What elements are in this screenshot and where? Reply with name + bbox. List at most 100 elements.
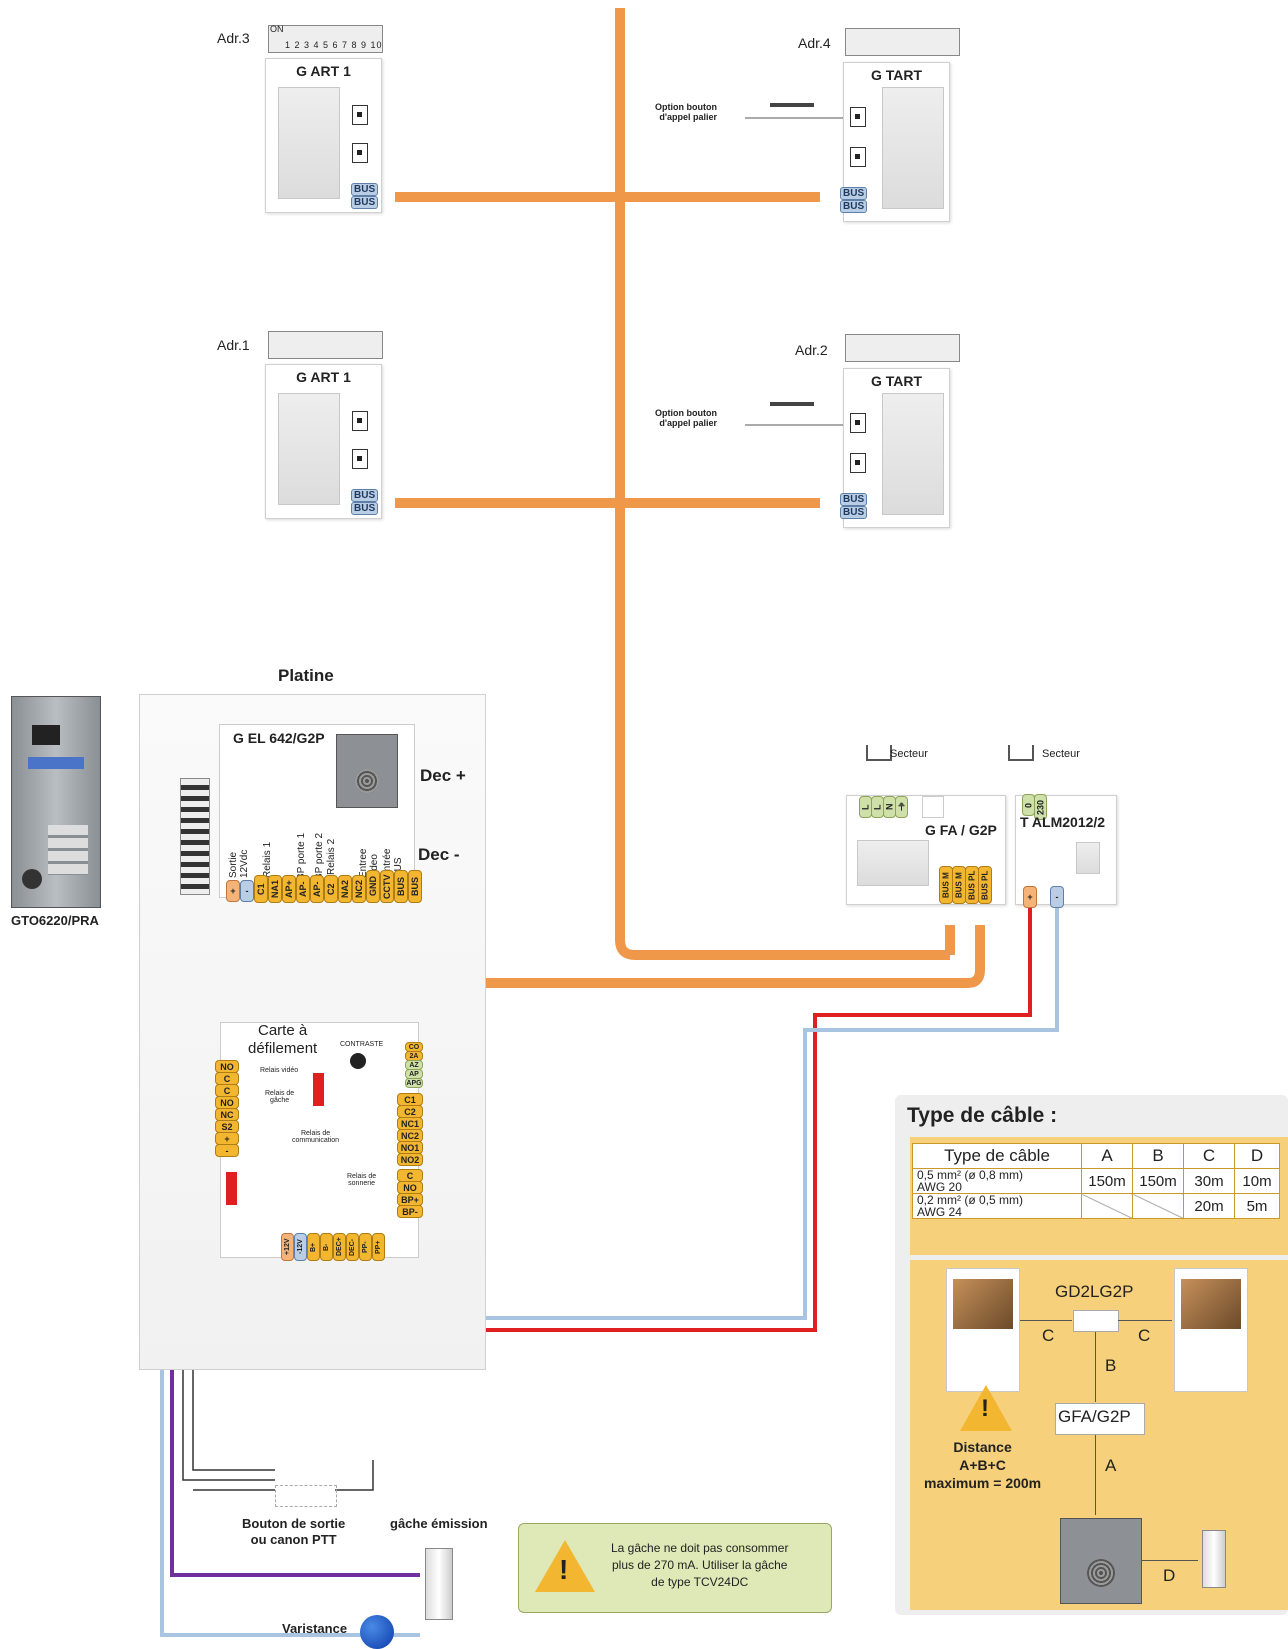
carte-dec-plus: DEC+ bbox=[333, 1233, 346, 1261]
adr2-address: Adr.2 bbox=[795, 342, 828, 358]
adr4-terminal-2 bbox=[850, 147, 866, 167]
gto6220-panel-photo bbox=[11, 696, 101, 908]
adr3-bus-2: BUS bbox=[351, 196, 379, 209]
adr4-option-button[interactable] bbox=[770, 103, 814, 107]
term-cctv: CCTV bbox=[380, 870, 394, 903]
adr3-dip-switch[interactable] bbox=[268, 25, 383, 53]
bus-backbone bbox=[615, 8, 950, 960]
term-ap-minus-1: AP- bbox=[296, 875, 310, 903]
adr4-terminal-1 bbox=[850, 107, 866, 127]
gfa-blank-box bbox=[922, 796, 944, 818]
adr2-option-label: Option bouton d'appel palier bbox=[655, 408, 717, 428]
gel642-name: G EL 642/G2P bbox=[233, 730, 325, 746]
platine-title: Platine bbox=[278, 666, 334, 685]
adr2-station: G TART BUS BUS bbox=[840, 368, 950, 528]
cable-row2-a bbox=[1081, 1193, 1133, 1219]
adr2-bus-2: BUS bbox=[840, 506, 868, 519]
carte-pp-minus: PP- bbox=[359, 1233, 372, 1261]
relais-video-label: Relais vidéo bbox=[260, 1067, 299, 1074]
adr4-bus-2: BUS bbox=[840, 200, 868, 213]
cable-row2-awg: AWG 24 bbox=[917, 1205, 962, 1219]
door-panel-speaker-icon bbox=[1087, 1559, 1115, 1587]
gd2lg2p-box bbox=[1073, 1310, 1119, 1332]
adr2-bus-1: BUS bbox=[840, 493, 868, 506]
label-c-right: C bbox=[1138, 1326, 1151, 1345]
camera-icon bbox=[32, 725, 60, 745]
carte-minus: - bbox=[215, 1144, 239, 1157]
label-b: B bbox=[1105, 1356, 1117, 1375]
dip-numbers: 1 2 3 4 5 6 7 8 9 10 bbox=[285, 40, 383, 50]
cable-row2-b bbox=[1132, 1193, 1184, 1219]
relay-gache-block bbox=[226, 1172, 237, 1205]
door-panel-icon bbox=[1060, 1518, 1142, 1604]
term-c2: C2 bbox=[324, 875, 338, 903]
platine-dip-switch[interactable] bbox=[180, 778, 210, 895]
adr4-bus-1: BUS bbox=[840, 187, 868, 200]
term-na1: NA1 bbox=[268, 875, 282, 903]
adr4-option-label: Option bouton d'appel palier bbox=[655, 102, 717, 122]
adr1-address: Adr.1 bbox=[217, 337, 250, 353]
adr1-screen bbox=[278, 393, 340, 505]
term-gnd: GND bbox=[366, 870, 380, 903]
exit-button[interactable] bbox=[275, 1485, 337, 1507]
carte-no2: NO2 bbox=[397, 1153, 423, 1166]
adr4-dip-switch[interactable] bbox=[845, 28, 960, 56]
speaker-icon bbox=[355, 769, 379, 793]
label-bp-porte2: BP porte 2 bbox=[314, 832, 325, 880]
cable-row2-section: 0,2 mm² (ø 0,5 mm) bbox=[917, 1193, 1024, 1207]
adr3-station: G ART 1 BUS BUS bbox=[265, 58, 382, 213]
cable-row1-type: 0,5 mm² (ø 0,8 mm)AWG 20 bbox=[912, 1168, 1082, 1194]
adr3-terminal-1 bbox=[352, 105, 368, 125]
carte-pp-plus: PP+ bbox=[372, 1233, 385, 1261]
adr2-dip-switch[interactable] bbox=[845, 334, 960, 362]
talm-minus: - bbox=[1050, 886, 1064, 908]
contraste-knob[interactable] bbox=[350, 1053, 366, 1069]
gfa-name: G FA / G2P bbox=[925, 822, 997, 838]
cable-title: Type de câble : bbox=[907, 1104, 1058, 1127]
contraste-label: CONTRASTE bbox=[340, 1041, 384, 1048]
display-icon bbox=[28, 757, 84, 769]
intercom-module-icon bbox=[336, 734, 398, 808]
label-relais2: Relais 2 bbox=[326, 838, 337, 875]
adr1-dip-switch[interactable] bbox=[268, 331, 383, 359]
distance-warning-exclamation: ! bbox=[981, 1395, 989, 1422]
cable-distance-diagram: GD2LG2P C C B GFA/G2P A ! Distance A+B+C… bbox=[910, 1260, 1288, 1610]
gfa-bus-pl-1: BUS PL bbox=[965, 866, 979, 904]
monitor-left-screen bbox=[953, 1279, 1013, 1329]
talm-plus: + bbox=[1023, 886, 1037, 908]
cable-row1-section: 0,5 mm² (ø 0,8 mm) bbox=[917, 1168, 1024, 1182]
term-ap-plus: AP+ bbox=[282, 875, 296, 903]
cable-row1-d: 10m bbox=[1234, 1168, 1280, 1194]
cable-row1-b: 150m bbox=[1132, 1168, 1184, 1194]
relais-comm-label: Relais de communication bbox=[292, 1130, 340, 1144]
cable-row1-a: 150m bbox=[1081, 1168, 1133, 1194]
arrow-c-left bbox=[1020, 1320, 1072, 1321]
cable-row2-c: 20m bbox=[1183, 1193, 1235, 1219]
adr2-terminal-2 bbox=[850, 453, 866, 473]
adr3-terminal-2 bbox=[352, 143, 368, 163]
adr3-screen bbox=[278, 87, 340, 199]
adr1-terminal-1 bbox=[352, 411, 368, 431]
cable-row1-awg: AWG 20 bbox=[917, 1180, 962, 1194]
cable-row2-type: 0,2 mm² (ø 0,5 mm)AWG 24 bbox=[912, 1193, 1082, 1219]
adr2-handset bbox=[882, 393, 944, 515]
carte-b-plus: B+ bbox=[307, 1233, 320, 1261]
distance-label: Distance A+B+C maximum = 200m bbox=[924, 1439, 1042, 1491]
diagram-gache-icon bbox=[1202, 1530, 1226, 1588]
label-a: A bbox=[1105, 1456, 1117, 1475]
cable-header-a: A bbox=[1081, 1143, 1133, 1169]
cable-header-c: C bbox=[1183, 1143, 1235, 1169]
term-c1: C1 bbox=[254, 875, 268, 903]
adr2-terminal-1 bbox=[850, 413, 866, 433]
adr4-station: G TART BUS BUS bbox=[840, 62, 950, 222]
adr2-option-button[interactable] bbox=[770, 402, 814, 406]
gfa-bus-pl-2: BUS PL bbox=[978, 866, 992, 904]
carte-bp-minus: BP- bbox=[397, 1205, 423, 1218]
cable-row2-d: 5m bbox=[1234, 1193, 1280, 1219]
carte-nc1: NC1 bbox=[397, 1117, 423, 1130]
warning-exclamation: ! bbox=[559, 1554, 569, 1585]
relais-gache-label: Relais de gâche bbox=[265, 1090, 295, 1104]
arrow-c-right bbox=[1118, 1320, 1172, 1321]
talm-name: T ALM2012/2 bbox=[1020, 814, 1106, 830]
cable-table: Type de câble A B C D 0,5 mm² (ø 0,8 mm)… bbox=[912, 1143, 1280, 1219]
